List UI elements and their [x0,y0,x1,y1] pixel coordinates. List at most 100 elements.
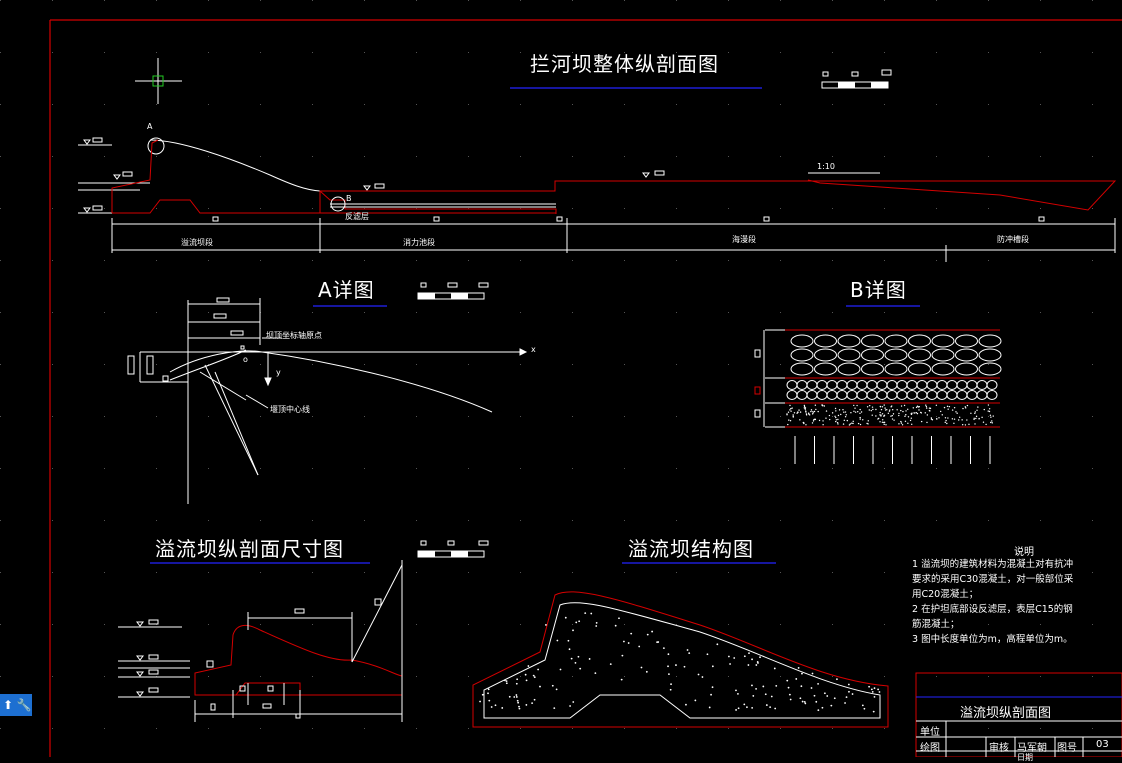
concrete-dot [518,705,520,708]
concrete-dot [518,707,521,710]
sand-dot [822,420,824,422]
sand-dot [879,421,881,423]
sand-dot [951,409,954,411]
sand-dot [964,424,967,426]
concrete-dot [525,704,528,706]
sand-dot [843,419,846,422]
concrete-dot [570,657,573,660]
concrete-dot [531,702,534,705]
concrete-dot [595,625,598,627]
sand-dot [845,414,847,416]
concrete-dot [515,694,518,696]
note-line: 要求的采用C30混凝土，对一般部位采 [912,574,1074,585]
stone-mark [814,348,837,362]
sand-dot [892,413,895,415]
concrete-dot [568,648,571,651]
concrete-dot [515,682,518,685]
drawing-frame [49,19,1122,757]
main-title: 拦河坝整体纵剖面图 [530,52,719,76]
y-axis-label: y [276,368,281,377]
concrete-dot [797,667,800,669]
concrete-dot [609,663,612,666]
sand-dot [789,409,791,411]
sand-dot [866,406,869,408]
sand-dot [958,416,961,418]
sand-dot [930,418,933,420]
sand-dot [888,410,891,412]
reviewer-name: 马军朝 [1017,743,1047,754]
stone-mark [837,348,861,362]
sand-dot [989,414,992,416]
concrete-dot [871,691,874,693]
sand-dot [805,414,808,416]
sand-dot [891,418,894,420]
concrete-dot [711,686,714,689]
sand-dot [962,407,964,410]
scale-bar-dim [417,540,489,558]
sand-dot [982,421,985,423]
sand-dot [825,410,828,412]
sand-dot [810,409,813,411]
concrete-dot [747,664,750,666]
sand-dot [872,408,874,411]
sand-dot [939,410,942,413]
concrete-dot [803,700,806,703]
dim-title: 溢流坝纵剖面尺寸图 [155,537,344,561]
sand-dot [909,419,912,422]
concrete-dot [517,701,520,704]
sand-dot [804,408,806,410]
sand-dot [853,410,855,412]
sand-dot [916,405,919,407]
concrete-dot [706,653,709,656]
sand-dot [837,418,839,421]
sand-dot [887,412,890,414]
sand-dot [974,412,976,415]
sand-dot [947,417,949,419]
sand-dot [811,422,814,424]
sand-dot [804,407,807,409]
stone-mark [978,348,1002,362]
sand-dot [881,419,884,421]
sand-dot [790,407,792,410]
sand-dot [792,414,794,416]
stone-mark [861,362,884,376]
sand-dot [925,404,927,406]
stone-mark [955,348,978,362]
sand-dot [879,406,882,408]
sand-dot [951,418,954,420]
concrete-dot [595,621,598,624]
concrete-dot [775,684,778,687]
sand-dot [859,416,861,419]
concrete-dot [667,653,670,656]
concrete-dot [504,679,506,682]
sand-dot [881,413,884,415]
sand-dot [844,416,847,418]
sand-dot [850,412,852,414]
sand-dot [880,415,882,417]
concrete-dot [584,612,587,615]
stone-mark [861,348,884,362]
sand-dot [867,420,869,422]
x-axis-label: x [531,345,536,354]
sand-dot [859,408,861,411]
sand-dot [831,412,834,414]
sand-dot [976,409,978,411]
struct-drawing [472,591,889,728]
stone-mark [837,362,861,376]
section-label: 消力池段 [403,238,435,247]
concrete-dot [870,688,873,691]
wrench-icon[interactable]: 🔧 [16,694,32,716]
concrete-dot [490,706,493,708]
sand-dot [901,424,904,426]
concrete-dot [574,661,577,664]
sand-dot [988,408,991,410]
note-line: 筋混凝土； [912,619,960,630]
concrete-dot [751,684,753,687]
stone-mark [790,348,814,362]
slope-label: 1:10 [817,162,835,171]
unit-label: 单位 [920,727,940,738]
arrow-icon[interactable]: ⬆ [0,694,16,716]
concrete-dot [627,642,630,644]
sand-dot [834,415,836,418]
